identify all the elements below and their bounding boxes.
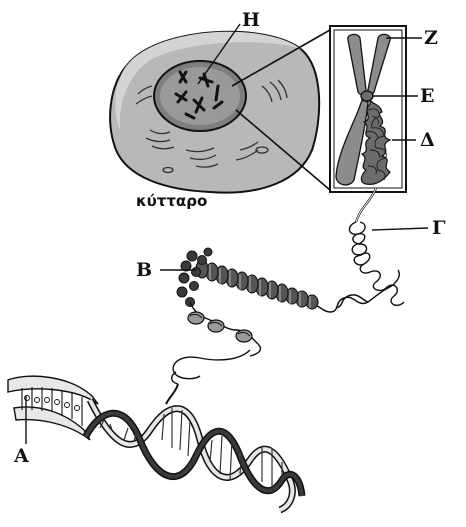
label-A: Α	[13, 445, 29, 467]
label-Delta: Δ	[420, 129, 435, 151]
cell-caption: κύτταρο	[136, 192, 207, 210]
chromatin-loops	[312, 295, 368, 312]
chromatin-fiber	[356, 188, 376, 222]
leader-Gamma	[372, 228, 428, 230]
coiled-chromatin	[196, 260, 318, 309]
label-Z: Ζ	[424, 27, 438, 49]
label-Gamma: Γ	[432, 217, 446, 239]
solenoid-coil	[349, 222, 404, 305]
label-B: Β	[136, 259, 152, 281]
cell	[110, 32, 319, 193]
chromosome-zoom-box	[330, 26, 406, 192]
label-H: Η	[242, 9, 260, 31]
label-E: Ε	[420, 85, 434, 107]
dna-strand-link	[172, 350, 250, 384]
dna-ladder	[8, 376, 98, 440]
dna-double-helix	[8, 376, 302, 510]
beads-on-string	[188, 302, 260, 356]
centromere	[361, 91, 373, 101]
